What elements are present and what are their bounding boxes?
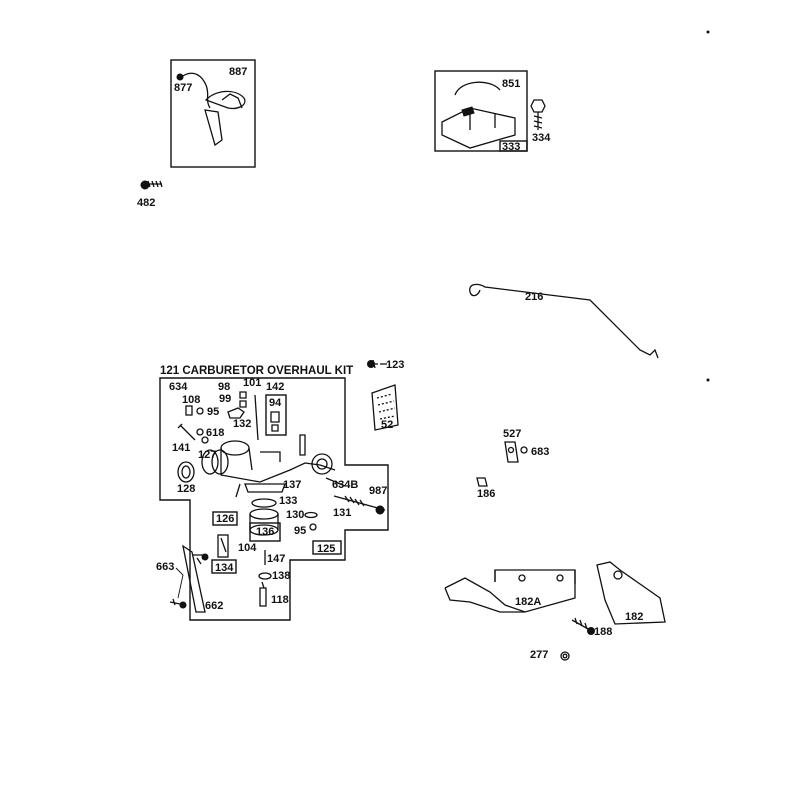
label-94: 94 <box>269 397 282 409</box>
label-142: 142 <box>266 381 284 393</box>
label-123: 123 <box>386 359 404 371</box>
box-134 <box>211 559 237 574</box>
module-box <box>434 70 528 152</box>
armature-leg <box>204 109 223 147</box>
label-618: 618 <box>206 427 224 439</box>
label-663: 663 <box>156 561 174 573</box>
label-887: 887 <box>229 66 247 78</box>
kit-outline <box>159 377 389 621</box>
shroud-group: 182A 182 188 277 <box>444 561 666 661</box>
label-634: 634 <box>169 381 188 393</box>
shroud-182a <box>444 569 576 613</box>
label-333-box <box>499 140 528 152</box>
label-95b: 95 <box>294 525 306 537</box>
carburetor-group: 121 CARBURETOR OVERHAUL KIT 123 52 634 9… <box>156 359 404 621</box>
label-877: 877 <box>174 82 192 94</box>
small-parts-right: 527 683 186 <box>476 428 549 500</box>
label-118: 118 <box>271 594 289 606</box>
label-851: 851 <box>502 78 520 90</box>
spark-connector <box>176 73 184 81</box>
label-277: 277 <box>530 649 548 661</box>
module-assembly: 851 333 334 <box>434 70 551 153</box>
label-987: 987 <box>369 485 387 497</box>
armature-assembly: 887 877 <box>170 59 256 168</box>
label-128: 128 <box>177 483 195 495</box>
gasket-52 <box>371 384 399 431</box>
label-104: 104 <box>238 542 257 554</box>
label-186: 186 <box>477 488 495 500</box>
box-125 <box>312 540 342 555</box>
carb-outlet <box>311 453 333 475</box>
label-99: 99 <box>219 393 231 405</box>
label-188: 188 <box>594 626 612 638</box>
label-482: 482 <box>137 197 155 209</box>
box-94 <box>265 394 287 436</box>
label-52: 52 <box>381 419 393 431</box>
label-125: 125 <box>317 543 335 555</box>
armature-box <box>170 59 256 168</box>
label-108: 108 <box>182 394 200 406</box>
label-634b: 634B <box>332 479 358 491</box>
label-95a: 95 <box>207 406 219 418</box>
label-216: 216 <box>525 291 543 303</box>
label-333: 333 <box>502 141 520 153</box>
label-182a: 182A <box>515 596 541 608</box>
armature-wire <box>179 72 211 109</box>
screw-482: 482 <box>137 180 163 209</box>
part-128 <box>177 461 195 483</box>
label-132: 132 <box>233 418 251 430</box>
bracket-663 <box>182 544 206 613</box>
nut-277 <box>560 651 570 661</box>
label-182: 182 <box>625 611 643 623</box>
carb-body <box>220 448 336 483</box>
label-662: 662 <box>205 600 223 612</box>
label-133: 133 <box>279 495 297 507</box>
label-141: 141 <box>172 442 190 454</box>
link-rod-216: 216 <box>469 283 659 359</box>
label-98: 98 <box>218 381 230 393</box>
shroud-182 <box>596 561 666 625</box>
label-130: 130 <box>286 509 304 521</box>
label-334: 334 <box>532 132 551 144</box>
label-527: 527 <box>503 428 521 440</box>
label-147: 147 <box>267 553 285 565</box>
label-137: 137 <box>283 479 301 491</box>
label-683: 683 <box>531 446 549 458</box>
carburetor-kit-title: 121 CARBURETOR OVERHAUL KIT <box>160 365 353 377</box>
armature-core <box>204 90 246 110</box>
label-127: 127 <box>198 449 216 461</box>
label-131: 131 <box>333 507 351 519</box>
label-126: 126 <box>216 513 234 525</box>
box-126 <box>212 511 238 526</box>
label-101: 101 <box>243 377 261 389</box>
label-134: 134 <box>215 562 234 574</box>
label-138: 138 <box>272 570 290 582</box>
box-136 <box>249 522 281 542</box>
label-136: 136 <box>256 526 274 538</box>
